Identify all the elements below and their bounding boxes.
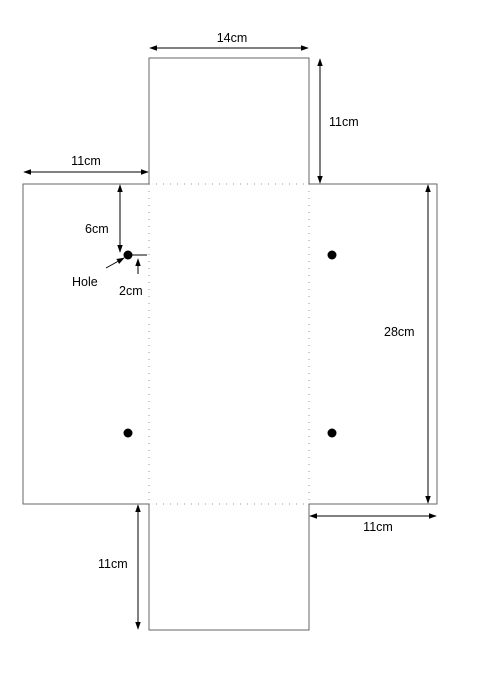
filled-circle-icon [327,250,337,260]
dimension-label-top-flap-width: 14cm [217,31,248,45]
dimension-hole-offset-side: 2cm [119,254,147,298]
hole-callout: Hole [72,257,125,289]
hole-leader-arrow [105,257,125,269]
dimension-hole-offset-top: 6cm [85,184,123,253]
dimension-top-flap-width: 14cm [149,31,309,51]
dimension-label-bottom-flap-height: 11cm [98,557,128,571]
dimension-label-hole-offset-top: 6cm [85,222,109,236]
dimension-label-overall-height: 28cm [384,325,415,339]
net-outline [22,57,438,631]
dimension-label-hole-offset-side: 2cm [119,284,143,298]
dimension-label-top-flap-height: 11cm [329,115,359,129]
filled-circle-icon [123,250,133,260]
dimension-label-right-flap-width: 11cm [363,520,393,534]
fold-lines [148,183,310,505]
dimension-left-flap-width: 11cm [23,154,149,175]
holes [123,250,337,438]
dimension-bottom-flap-height: 11cm [98,504,141,630]
dimension-overall-height: 28cm [384,184,431,504]
dimension-label-left-flap-width: 11cm [71,154,101,168]
filled-circle-icon [123,428,133,438]
dimension-top-flap-height: 11cm [317,58,359,184]
hole-label: Hole [72,275,98,289]
filled-circle-icon [327,428,337,438]
dimension-right-flap-width: 11cm [309,513,437,534]
